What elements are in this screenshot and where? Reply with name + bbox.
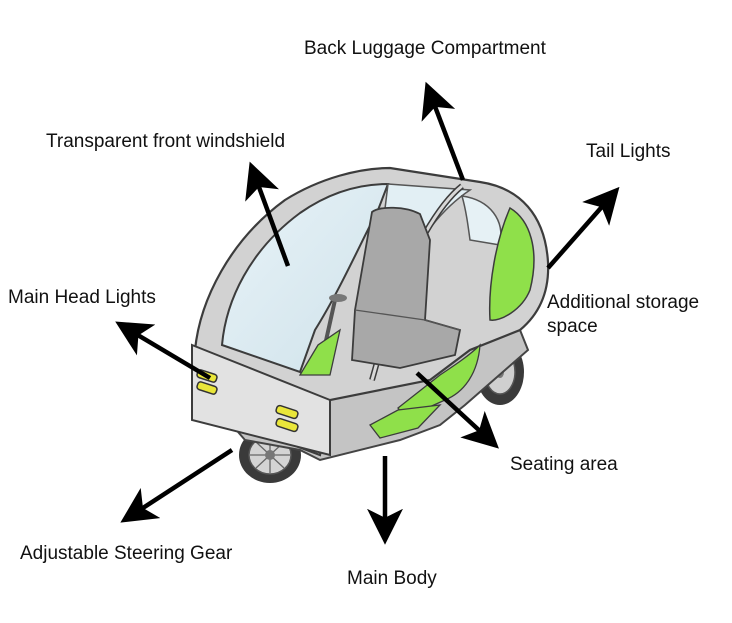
steering-column [323, 294, 347, 346]
label-main-body: Main Body [347, 568, 437, 589]
front-windshield [220, 182, 390, 374]
rear-green-panel [488, 206, 535, 321]
label-seating-area: Seating area [510, 454, 618, 475]
label-back-luggage: Back Luggage Compartment [304, 38, 546, 59]
arrows [115, 81, 620, 545]
label-additional-storage: Additional storage space [547, 292, 700, 337]
vehicle-illustration [191, 166, 550, 483]
arrow-front-windshield [245, 161, 291, 267]
label-steering-gear: Adjustable Steering Gear [20, 543, 233, 564]
headlight-right [275, 404, 299, 433]
side-green-panel-front [298, 328, 341, 376]
side-green-panel-lower [369, 404, 442, 439]
arrow-seating-area [415, 371, 499, 449]
label-head-lights: Main Head Lights [8, 287, 156, 308]
arrow-head-lights [115, 321, 212, 380]
seat [351, 206, 462, 369]
label-tail-lights: Tail Lights [586, 141, 671, 162]
arrow-back-luggage [421, 81, 466, 181]
arrow-tail-lights [546, 186, 620, 270]
arrow-steering-gear [120, 448, 234, 523]
label-front-windshield: Transparent front windshield [46, 131, 286, 152]
